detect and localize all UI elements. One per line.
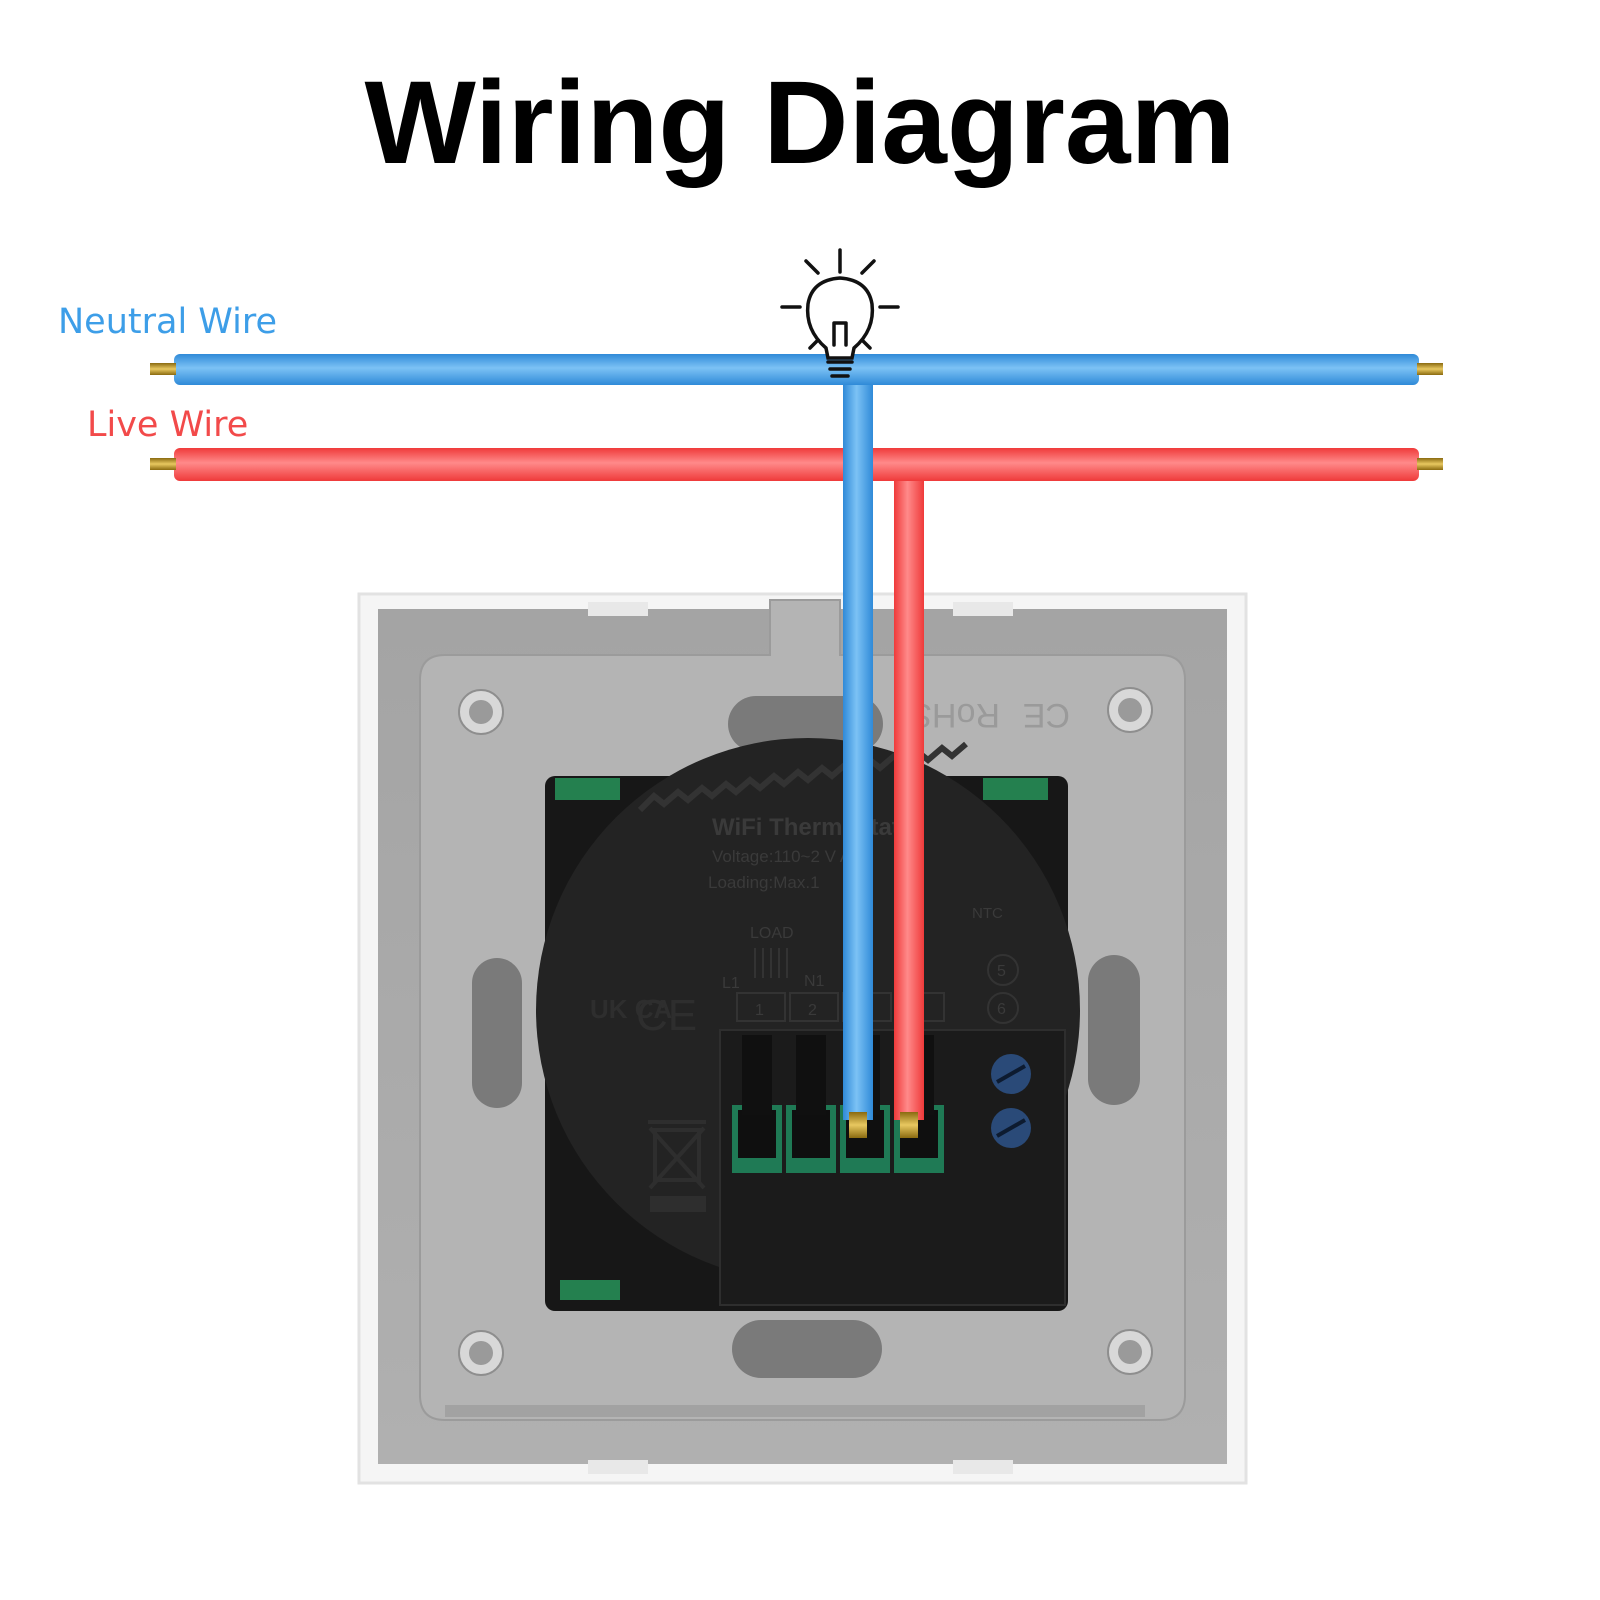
mounting-slot bbox=[1088, 955, 1140, 1105]
rohs-mark: RoHS bbox=[909, 696, 1000, 734]
device-loading: Loading:Max.1 bbox=[708, 873, 820, 892]
mounting-slot bbox=[472, 958, 522, 1108]
ukca-mark: UK CA bbox=[590, 994, 673, 1024]
neutral-wire-drop bbox=[843, 375, 873, 1138]
device-voltage: Voltage:110~2 V A bbox=[712, 847, 852, 866]
ntc-screw bbox=[991, 1054, 1031, 1148]
live-wire bbox=[150, 448, 1443, 481]
thermostat-back: RoHS CE WiFi Thermostat Voltage:110~2 V … bbox=[357, 592, 1248, 1485]
page-title: Wiring Diagram bbox=[364, 57, 1236, 189]
ntc-number-6: 6 bbox=[997, 1001, 1006, 1018]
terminal-number-1: 1 bbox=[755, 1002, 764, 1019]
weee-bin-icon bbox=[648, 1120, 706, 1212]
lightbulb-icon bbox=[780, 248, 900, 378]
terminal-label-ntc: NTC bbox=[972, 905, 1003, 922]
terminal-label-n1: N1 bbox=[804, 973, 825, 990]
ce-mark-module: CE bbox=[636, 991, 697, 1040]
terminal-label-l1: L1 bbox=[722, 975, 740, 992]
ce-mark-plate: CE bbox=[1023, 696, 1070, 734]
live-wire-label: Live Wire bbox=[87, 405, 249, 445]
live-wire-drop bbox=[894, 480, 924, 1138]
ntc-number-5: 5 bbox=[997, 963, 1006, 980]
neutral-wire-label: Neutral Wire bbox=[58, 302, 278, 342]
terminal-block bbox=[732, 1035, 944, 1173]
mounting-slot bbox=[732, 1320, 882, 1378]
neutral-wire bbox=[150, 354, 1443, 385]
terminal-label-load: LOAD bbox=[750, 925, 794, 942]
terminal-number-2: 2 bbox=[808, 1002, 817, 1019]
